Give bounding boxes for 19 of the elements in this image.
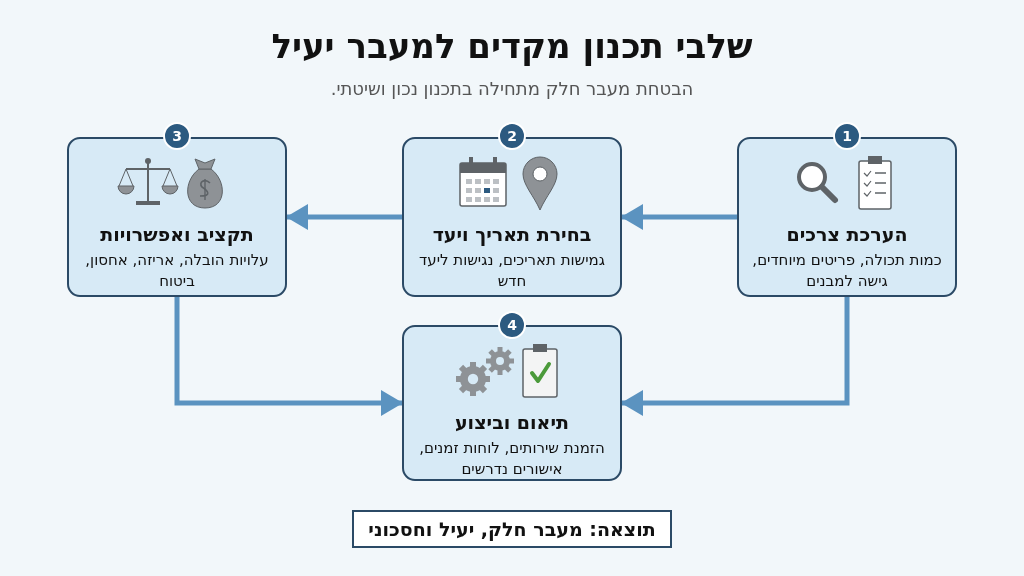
step-description: הזמנת שירותים, לוחות זמנים, אישורים נדרשים	[419, 439, 605, 478]
step-title: תיאום וביצוע	[454, 411, 570, 433]
number-badge: 2	[498, 122, 526, 150]
number-badge: 1	[833, 122, 861, 150]
arrow	[286, 204, 402, 230]
step-title: תקציב ואפשרויות	[100, 223, 254, 245]
arrow	[174, 297, 403, 416]
title: שלבי תכנון מקדים למעבר יעיל	[271, 26, 753, 66]
arrow	[621, 297, 850, 416]
number-badge: 3	[163, 122, 191, 150]
arrow	[621, 204, 737, 230]
subtitle: הבטחת מעבר חלק מתחילה בתכנון נכון ושיטתי.	[330, 78, 694, 99]
step-description: עלויות הובלה, אריזה, אחסון, ביטוח	[85, 251, 269, 290]
step-description: גמישות תאריכים, נגישות ליעד חדש	[419, 251, 605, 290]
step-title: הערכת צרכים	[786, 223, 908, 245]
step-description: כמות תכולה, פריטים מיוחדים, גישה למבנים	[752, 251, 942, 290]
step-title: בחירת תאריך ויעד	[432, 223, 592, 245]
result-box: תוצאה: מעבר חלק, יעיל וחסכוני	[352, 510, 672, 548]
number-badge: 4	[498, 311, 526, 339]
